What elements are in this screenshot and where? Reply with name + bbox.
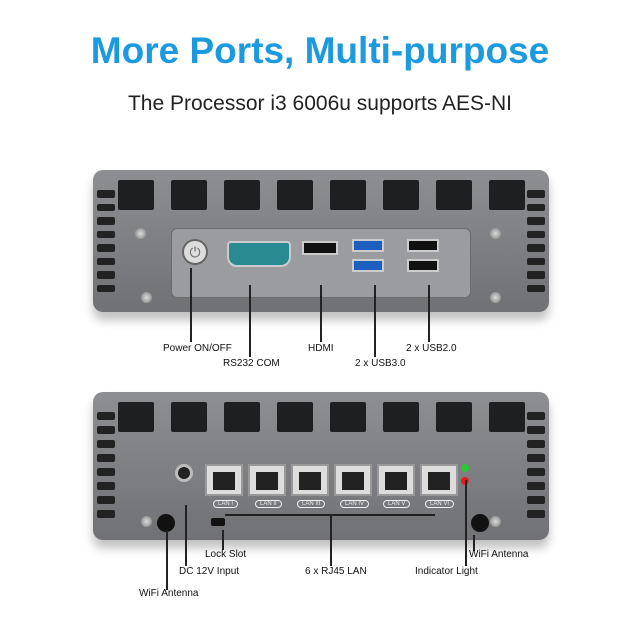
lan-port: [205, 464, 243, 496]
label-usb3: 2 x USB3.0: [355, 358, 406, 369]
lan-label: LAN III: [297, 500, 326, 508]
usb3-port: [352, 259, 384, 272]
label-power: Power ON/OFF: [163, 343, 232, 354]
lan-port: [291, 464, 329, 496]
label-hdmi: HDMI: [308, 343, 334, 354]
lock-slot: [211, 518, 225, 526]
label-wifi-left: WiFi Antenna: [139, 588, 199, 599]
rs232-port: [227, 241, 291, 267]
power-button[interactable]: ⏻: [182, 239, 208, 265]
rear-panel-device: LAN I LAN II LAN III LAN IV LAN V LAN VI: [93, 392, 549, 540]
led-green: [461, 464, 469, 472]
lan-label: LAN I: [213, 500, 239, 508]
label-lock-slot: Lock Slot: [205, 549, 247, 560]
lan-label: LAN V: [383, 500, 411, 508]
label-indicator: Indicator Light: [415, 566, 478, 577]
lan-port: [377, 464, 415, 496]
usb2-port: [407, 259, 439, 272]
lan-label: LAN VI: [425, 500, 455, 508]
label-wifi-right: WiFi Antenna: [469, 549, 529, 560]
page-subtitle: The Processor i3 6006u supports AES-NI: [127, 92, 513, 115]
usb3-port: [352, 239, 384, 252]
wifi-antenna-right: [471, 514, 489, 532]
lan-port: [248, 464, 286, 496]
dc-input-port: [175, 464, 193, 482]
lan-port: [334, 464, 372, 496]
wifi-antenna-left: [157, 514, 175, 532]
lan-label: LAN II: [255, 500, 282, 508]
hdmi-port: [302, 241, 338, 255]
usb2-port: [407, 239, 439, 252]
label-rs232: RS232 COM: [223, 358, 280, 369]
label-usb2: 2 x USB2.0: [406, 343, 457, 354]
lan-label: LAN IV: [340, 500, 370, 508]
lan-port: [420, 464, 458, 496]
label-dc-input: DC 12V Input: [179, 566, 240, 577]
page-title: More Ports, Multi-purpose: [90, 30, 550, 71]
label-lan: 6 x RJ45 LAN: [305, 566, 367, 577]
